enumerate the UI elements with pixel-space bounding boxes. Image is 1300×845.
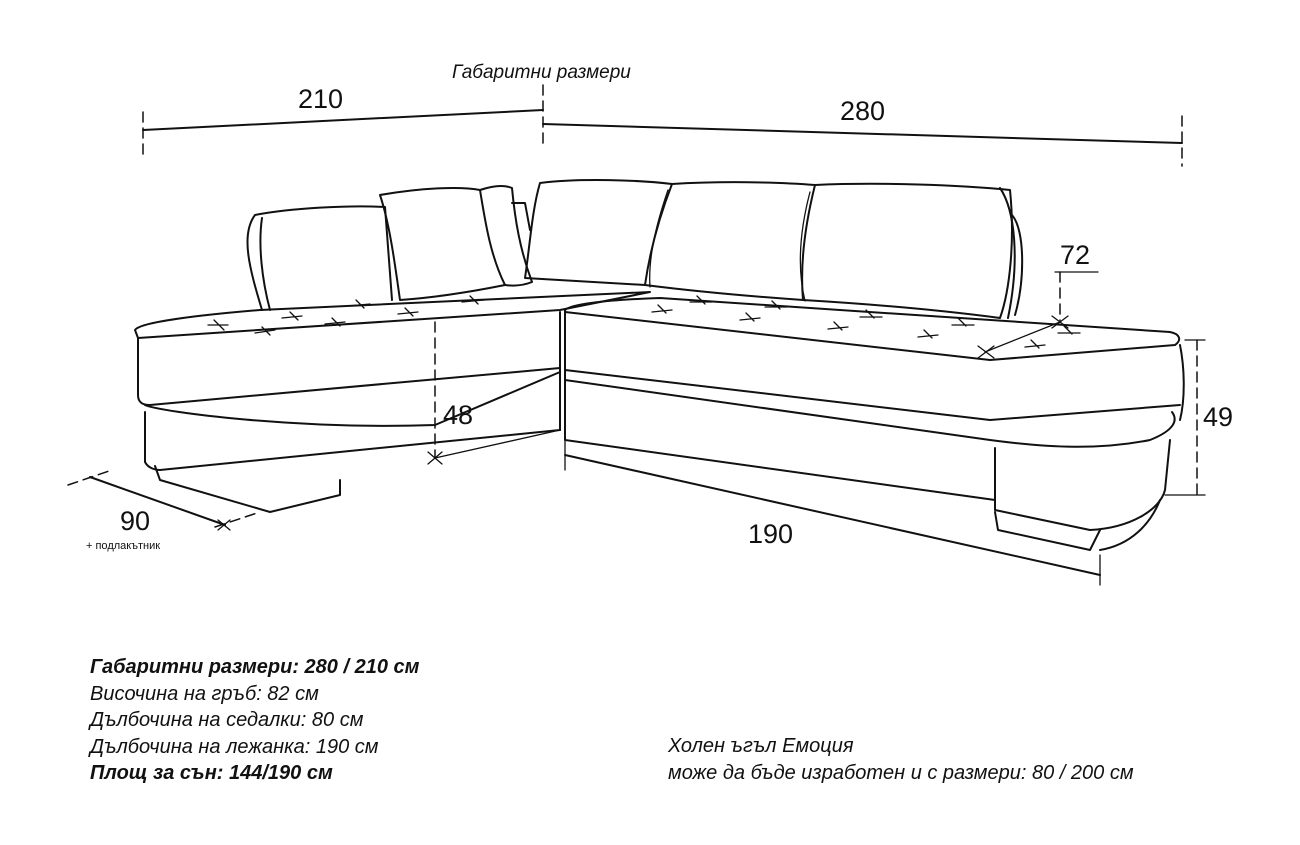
chaise-length-dimension	[564, 439, 1101, 586]
tufting-marks	[207, 295, 1081, 349]
diagram-title: Габаритни размери	[452, 62, 631, 83]
depth-dimension	[67, 469, 261, 531]
dim-seat-height: 48	[443, 400, 474, 430]
specs-list: Габаритни размери: 280 / 210 см Височина…	[90, 654, 419, 787]
height-dimension	[1164, 339, 1206, 496]
model-alt-size: може да бъде изработен и с размери: 80 /…	[668, 761, 1134, 784]
model-name: Холен ъгъл Емоция	[668, 735, 854, 757]
left-section	[134, 291, 651, 513]
dim-total-height: 49	[1203, 402, 1234, 432]
dim-left-depth-note: + подлакътник	[86, 540, 161, 552]
dim-armrest: 72	[1060, 240, 1091, 270]
left-back-cushions	[246, 184, 533, 311]
model-note: Холен ъгъл Емоция може да бъде изработен…	[668, 733, 1134, 786]
spec-sleep-area: Площ за сън: 144/190 см	[90, 762, 333, 784]
dim-left-width: 210	[298, 84, 344, 114]
spec-overall: Габаритни размери: 280 / 210 см	[90, 656, 420, 678]
spec-chaise-depth: Дълбочина на лежанка: 190 см	[90, 735, 379, 758]
dim-right-width: 280	[840, 96, 886, 126]
width-dimension-lines	[142, 84, 1183, 167]
right-section	[564, 297, 1185, 551]
right-back-cushions	[524, 179, 1024, 319]
dim-chaise-length: 190	[748, 519, 794, 549]
dim-left-depth: 90	[120, 506, 151, 536]
spec-back-height: Височина на гръб: 82 см	[90, 682, 319, 705]
seat-height-dimension	[427, 321, 561, 465]
spec-seat-depth: Дълбочина на седалки: 80 см	[90, 709, 364, 731]
armrest-dimension	[977, 271, 1099, 359]
